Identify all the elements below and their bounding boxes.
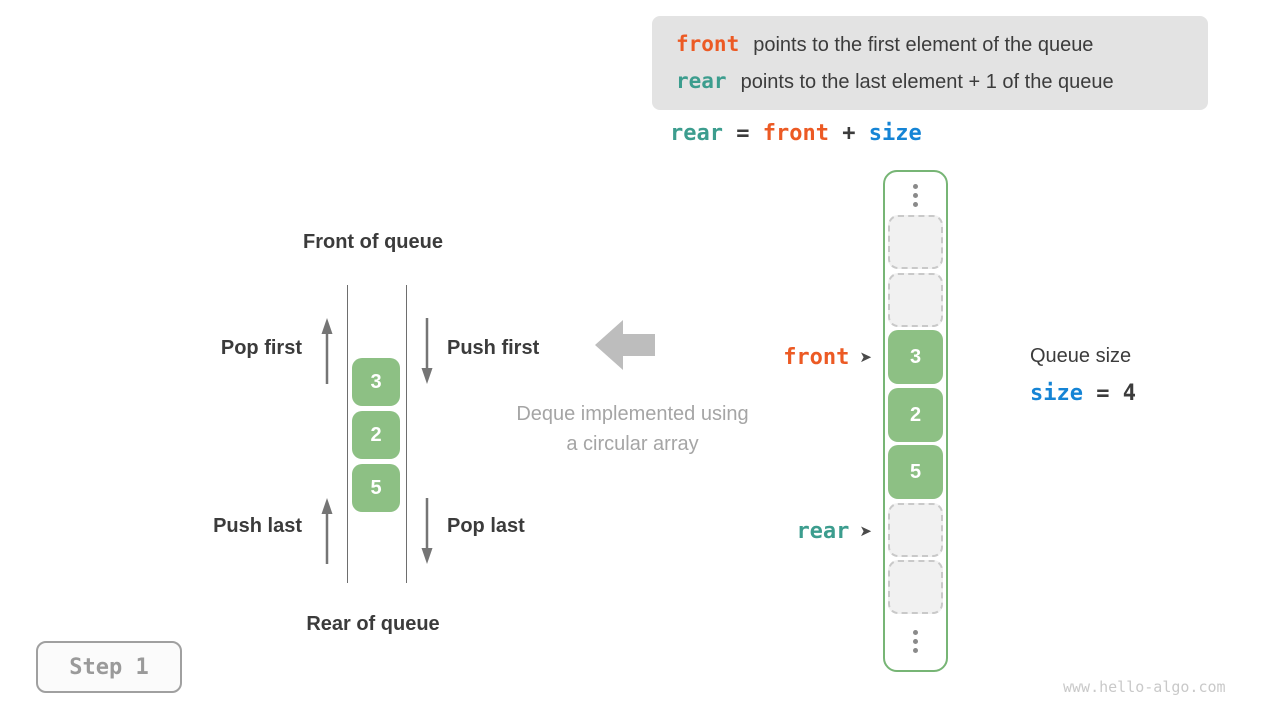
array-cell: 3 [888,330,943,384]
array-cell: 5 [888,445,943,499]
rear-of-queue-label: Rear of queue [306,613,440,635]
rear-pointer: rear ➤ [700,517,872,545]
front-of-queue-label: Front of queue [303,231,443,253]
arrow-up-icon [321,498,333,564]
queue-cell: 3 [352,358,400,406]
ellipsis-icon [885,184,946,207]
pointer-arrow-icon: ➤ [859,349,872,366]
arrow-down-icon [421,498,433,564]
size-keyword: size [1030,381,1083,406]
push-last-label: Push last [213,515,302,537]
info-box: front points to the first element of the … [652,16,1208,110]
pointer-arrow-icon: ➤ [859,523,872,540]
caption-line-2: a circular array [566,433,699,455]
size-equals: = [1096,381,1110,406]
queue-cell: 5 [352,464,400,512]
push-first-label: Push first [447,337,540,359]
array-cell-empty [888,273,943,327]
front-description: points to the first element of the queue [753,34,1094,56]
queue-size-title: Queue size [1030,345,1132,367]
pop-last-label: Pop last [447,515,525,537]
array-cell: 2 [888,388,943,442]
info-line-rear: rear points to the last element + 1 of th… [676,63,1208,100]
arrow-left-icon [595,320,655,370]
caption-line-1: Deque implemented using [516,403,749,425]
info-line-front: front points to the first element of the … [676,26,1208,63]
formula-size: size [868,121,922,146]
front-keyword: front [676,32,740,56]
arrow-down-icon [421,318,433,384]
formula: rear = front + size [670,121,922,146]
watermark: www.hello-algo.com [1063,678,1226,696]
front-pointer-label: front [783,344,850,370]
rear-pointer-label: rear [796,518,850,544]
rear-description: points to the last element + 1 of the qu… [740,71,1114,93]
queue-size-value-line: size = 4 [1030,381,1136,406]
queue-channel-right-line [406,285,407,583]
queue-channel-left-line [347,285,348,583]
formula-plus: + [842,121,856,146]
step-badge: Step 1 [36,641,182,693]
size-value: 4 [1122,381,1136,406]
array-cell-empty [888,560,943,614]
formula-rear: rear [670,121,723,146]
rear-keyword: rear [676,69,727,93]
front-pointer: front ➤ [700,343,872,371]
formula-front: front [762,121,829,146]
array-cell-empty [888,215,943,269]
pop-first-label: Pop first [220,337,302,359]
formula-equals: = [736,121,750,146]
array-cell-empty [888,503,943,557]
arrow-up-icon [321,318,333,384]
ellipsis-icon [885,630,946,653]
caption: Deque implemented using a circular array [490,399,775,459]
queue-cell: 2 [352,411,400,459]
circular-array-column: 3 2 5 [883,170,948,672]
